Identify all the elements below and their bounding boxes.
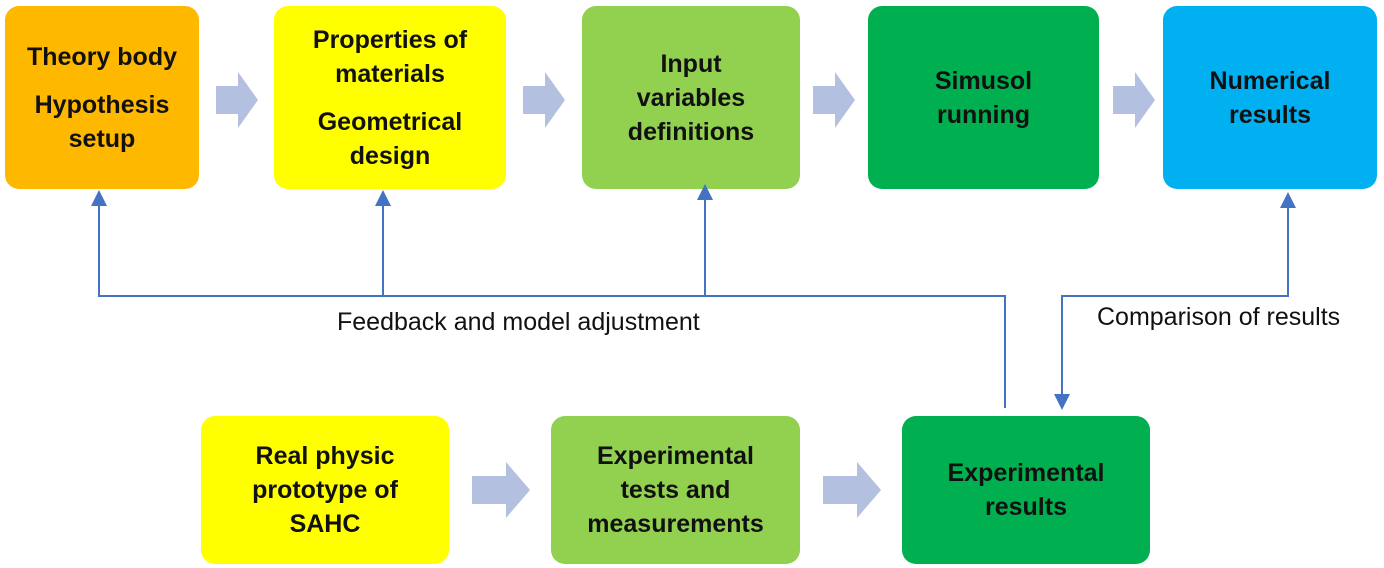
arrowhead-icon <box>697 184 713 200</box>
flow-arrow-icon <box>216 72 258 128</box>
input-variables-box: Input variables definitions <box>582 6 800 189</box>
box-text-line: Experimental <box>947 459 1105 487</box>
box-text-line: materials <box>335 59 445 88</box>
experimental-tests-box: Experimental tests and measurements <box>551 416 800 564</box>
materials-design-box: Properties of materials Geometrical desi… <box>274 6 506 189</box>
box-text-line: Experimental <box>596 442 754 470</box>
box-text-line: tests and <box>620 476 731 504</box>
comparison-line <box>1061 206 1289 396</box>
box-text-line: results <box>1229 100 1311 129</box>
experimental-results-box: Experimental results <box>902 416 1150 564</box>
box-text-line: SAHC <box>289 510 361 538</box>
box-text-line: measurements <box>587 510 764 538</box>
real-prototype-box: Real physic prototype of SAHC <box>201 416 449 564</box>
flow-arrow-icon <box>823 462 881 518</box>
arrowhead-icon <box>375 190 391 206</box>
flow-arrow-icon <box>472 462 530 518</box>
arrowhead-icon <box>1054 394 1070 410</box>
feedback-line <box>98 204 1006 408</box>
feedback-label: Feedback and model adjustment <box>337 308 700 336</box>
theory-hypothesis-box: Theory body Hypothesis setup <box>5 6 199 189</box>
box-text-line: prototype of <box>252 476 398 504</box>
box-text-line: Input <box>660 49 722 78</box>
box-text-line: variables <box>636 83 746 112</box>
box-text-line: setup <box>68 124 136 153</box>
box-text-line: Numerical <box>1209 66 1331 95</box>
flow-arrow-icon <box>523 72 565 128</box>
box-text-line: definitions <box>627 117 755 146</box>
arrowhead-icon <box>1280 192 1296 208</box>
box-text-line: Real physic <box>255 442 395 470</box>
box-text-line: running <box>936 100 1031 129</box>
flow-arrow-icon <box>1113 72 1155 128</box>
box-text-line: Properties of <box>312 25 468 54</box>
numerical-results-box: Numerical results <box>1163 6 1377 189</box>
box-text-line: Theory body <box>26 42 177 71</box>
arrowhead-icon <box>91 190 107 206</box>
simusol-running-box: Simusol running <box>868 6 1099 189</box>
box-text-line: Geometrical <box>317 107 463 136</box>
box-text-line: design <box>349 141 431 170</box>
box-text-line: Hypothesis <box>34 90 170 119</box>
box-text-line: Simusol <box>934 66 1033 95</box>
box-text-line: results <box>985 493 1067 521</box>
comparison-label: Comparison of results <box>1097 303 1341 331</box>
flow-arrow-icon <box>813 72 855 128</box>
